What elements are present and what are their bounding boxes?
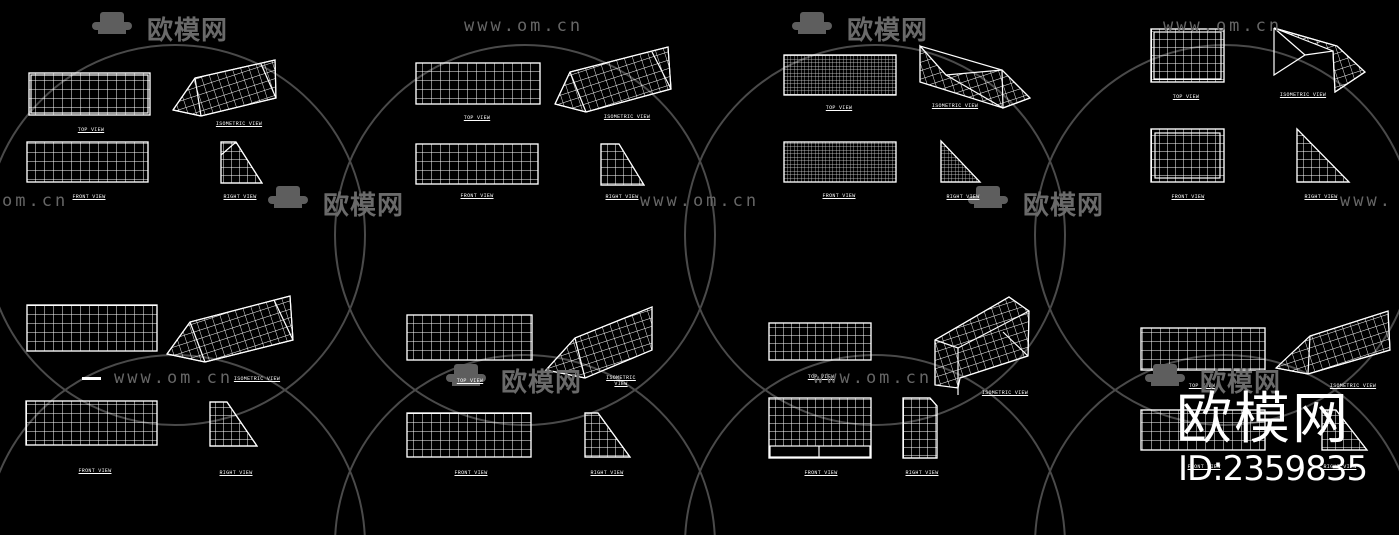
label-right-view: RIGHT VIEW — [223, 194, 257, 200]
watermark-brand: 欧模网 — [847, 16, 929, 46]
top-view-drawing — [1140, 327, 1266, 371]
panel-1 — [26, 59, 277, 184]
right-view-drawing — [1321, 409, 1369, 451]
isometric-view-drawing — [919, 44, 1032, 109]
label-isometric-view: ISOMETRIC VIEW — [931, 103, 979, 109]
label-front-view: FRONT VIEW — [1187, 464, 1221, 470]
front-view-drawing — [26, 141, 149, 183]
isometric-view-drawing — [934, 296, 1030, 395]
label-top-view: TOP VIEW — [456, 378, 484, 384]
panel-7 — [768, 296, 1030, 459]
label-right-view: RIGHT VIEW — [219, 470, 253, 476]
label-isometric-view: ISOMETRIC VIEW — [1329, 383, 1377, 389]
panel-3 — [783, 44, 1032, 183]
front-view-drawing — [1150, 128, 1225, 183]
top-view-drawing — [783, 54, 897, 96]
front-view-drawing — [25, 400, 158, 446]
front-view-drawing — [768, 397, 872, 459]
watermark-brand: 欧模网 — [501, 368, 583, 398]
isometric-view-drawing — [544, 306, 653, 379]
right-view-drawing — [584, 412, 632, 458]
label-front-view: FRONT VIEW — [78, 468, 112, 474]
watermark-url: www.om.cn — [1163, 16, 1283, 36]
panel-6 — [406, 306, 653, 458]
isometric-view-drawing — [554, 46, 672, 113]
label-right-view: RIGHT VIEW — [946, 194, 980, 200]
label-front-view: FRONT VIEW — [822, 193, 856, 199]
watermark-brand: 欧模网 — [147, 16, 229, 46]
label-right-view: RIGHT VIEW — [590, 470, 624, 476]
isometric-view-drawing — [1273, 27, 1366, 94]
top-view-drawing — [1150, 28, 1225, 83]
top-view-drawing — [768, 322, 872, 361]
watermark-url: www.om.cn — [114, 368, 234, 388]
label-front-view: FRONT VIEW — [454, 470, 488, 476]
right-view-drawing — [902, 397, 938, 459]
isometric-view-drawing — [165, 295, 294, 363]
label-front-view: FRONT VIEW — [460, 193, 494, 199]
front-view-drawing — [406, 412, 532, 458]
label-isometric-view: ISOMETRIC VIEW — [603, 114, 651, 120]
watermark-url: www.om.cn — [640, 191, 760, 211]
watermark-url: www.om.cn — [464, 16, 584, 36]
label-isometric-view: ISOMETRIC VIEW — [233, 376, 281, 382]
panel-2 — [415, 46, 672, 186]
top-view-drawing — [406, 314, 533, 361]
watermark-brand: 欧模网 — [323, 191, 405, 221]
label-top-view: TOP VIEW — [807, 374, 835, 380]
isometric-view-drawing — [171, 59, 277, 117]
label-right-view: RIGHT VIEW — [905, 470, 939, 476]
watermark-brand: 欧模网 — [1200, 368, 1282, 398]
top-view-drawing — [28, 72, 151, 116]
panel-4 — [1150, 27, 1366, 183]
label-front-view: FRONT VIEW — [1171, 194, 1205, 200]
label-isometric-view-line2: VIEW — [614, 381, 628, 387]
sofa-logo-icon — [92, 12, 1185, 386]
watermark-brand: 欧模网 — [1023, 191, 1105, 221]
label-isometric-view: ISOMETRIC VIEW — [1279, 92, 1327, 98]
label-isometric-view-line1: ISOMETRIC — [606, 375, 636, 381]
label-top-view: TOP VIEW — [463, 115, 491, 121]
top-view-drawing — [415, 62, 541, 105]
right-view-drawing — [209, 401, 259, 447]
label-top-view: TOP VIEW — [825, 105, 853, 111]
watermark-url: om.cn — [2, 191, 69, 211]
top-view-drawing — [26, 304, 158, 352]
redacted-label-bar — [82, 377, 101, 380]
isometric-view-drawing — [1274, 310, 1391, 375]
right-view-drawing — [1296, 127, 1351, 183]
label-isometric-view: ISOMETRIC VIEW — [981, 390, 1029, 396]
label-right-view: RIGHT VIEW — [605, 194, 639, 200]
front-view-drawing — [415, 143, 539, 185]
right-view-drawing — [220, 141, 264, 184]
watermark-url: www. — [1340, 191, 1393, 211]
front-view-drawing — [783, 141, 897, 183]
panel-8 — [1140, 310, 1391, 451]
panel-5 — [25, 295, 294, 447]
label-top-view: TOP VIEW — [77, 127, 105, 133]
right-view-drawing — [600, 143, 646, 186]
label-right-view: RIGHT VIEW — [1323, 464, 1357, 470]
label-isometric-view: ISOMETRIC VIEW — [215, 121, 263, 127]
front-view-drawing — [1140, 409, 1266, 451]
label-front-view: FRONT VIEW — [804, 470, 838, 476]
label-front-view: FRONT VIEW — [72, 194, 106, 200]
watermark-url: www.om.cn — [813, 368, 933, 388]
label-top-view: TOP VIEW — [1188, 383, 1216, 389]
right-view-drawing — [940, 139, 982, 183]
label-right-view: RIGHT VIEW — [1304, 194, 1338, 200]
brand-overlay-id: ID:2359835 — [1178, 449, 1368, 489]
label-top-view: TOP VIEW — [1172, 94, 1200, 100]
brand-overlay-title: 欧模网 — [1176, 387, 1350, 452]
